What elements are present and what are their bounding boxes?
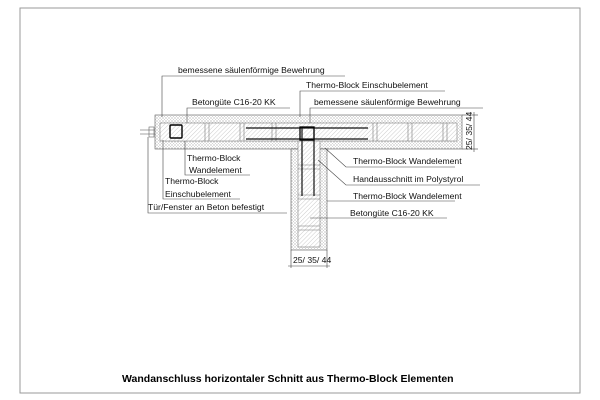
drawing-title: Wandanschluss horizontaler Schnitt aus T… [122, 373, 454, 385]
label-hand-cutout: Handausschnitt im Polystyrol [353, 174, 463, 184]
dimension-horizontal-wall: 25/ 35/ 44 [462, 112, 478, 152]
label-wall-element-left-2: Wandelement [189, 165, 242, 175]
leader-lines [147, 75, 483, 219]
label-insert-element-left-2: Einschubelement [165, 189, 232, 199]
anchor-icon [140, 126, 155, 138]
label-insert-element-top: Thermo-Block Einschubelement [306, 80, 428, 90]
label-reinforcement-right: bemessene säulenförmige Bewehrung [314, 97, 461, 107]
sheet-frame [19, 7, 581, 394]
label-reinforcement-left: bemessene säulenförmige Bewehrung [178, 65, 325, 75]
column-reinforcement-left [169, 124, 183, 139]
label-door-window: Tür/Fenster an Beton befestigt [148, 202, 265, 212]
label-wall-element-right-2: Thermo-Block Wandelement [353, 191, 462, 201]
vertical-wall [290, 128, 328, 251]
dimension-vertical-wall: 25/ 35/ 44 [288, 250, 331, 268]
label-insert-element-left-1: Thermo-Block [165, 176, 219, 186]
label-wall-element-left-1: Thermo-Block [187, 153, 241, 163]
dimension-label-vertical: 25/ 35/ 44 [293, 255, 331, 265]
label-concrete-left: Betongüte C16-20 KK [192, 97, 276, 107]
label-concrete-right: Betongüte C16-20 KK [350, 208, 434, 218]
dimension-label-horizontal: 25/ 35/ 44 [464, 112, 474, 150]
label-wall-element-right-1: Thermo-Block Wandelement [353, 156, 462, 166]
